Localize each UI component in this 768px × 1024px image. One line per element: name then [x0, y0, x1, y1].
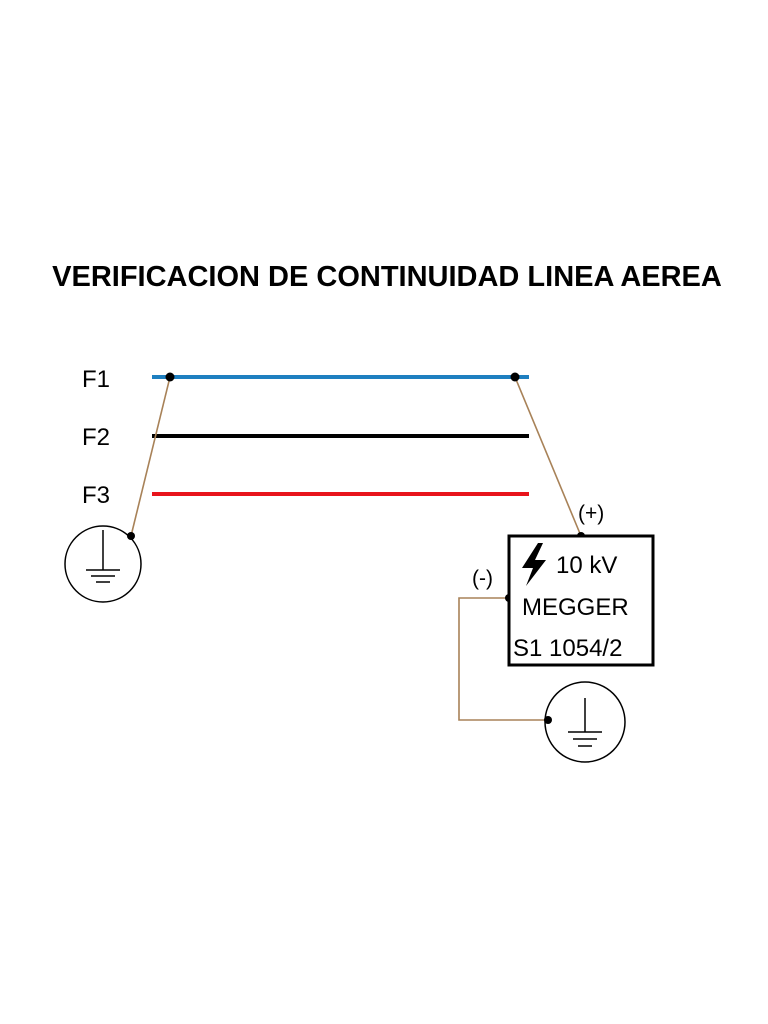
megger-name: MEGGER [522, 594, 629, 621]
junction-dot-f1-left [165, 372, 175, 382]
positive-terminal-label: (+) [578, 502, 604, 525]
junction-dot-ground-right [544, 716, 552, 724]
junction-dot-ground-left [127, 532, 135, 540]
phase-label-f3: F3 [82, 482, 110, 509]
negative-terminal-label: (-) [472, 567, 493, 590]
test-wire-positive [514, 376, 582, 537]
megger-model: S1 1054/2 [513, 635, 622, 662]
junction-dot-f1-right [510, 372, 520, 382]
megger-voltage: 10 kV [556, 552, 617, 579]
phase-label-f2: F2 [82, 424, 110, 451]
phase-label-f1: F1 [82, 366, 110, 393]
diagram-title: VERIFICACION DE CONTINUIDAD LINEA AEREA [52, 261, 722, 293]
ground-icon-left [64, 525, 142, 603]
ground-wire-left [130, 376, 171, 537]
ground-icon-right [544, 681, 626, 763]
lightning-bolt-icon [522, 543, 546, 586]
test-wire-negative [458, 597, 548, 721]
